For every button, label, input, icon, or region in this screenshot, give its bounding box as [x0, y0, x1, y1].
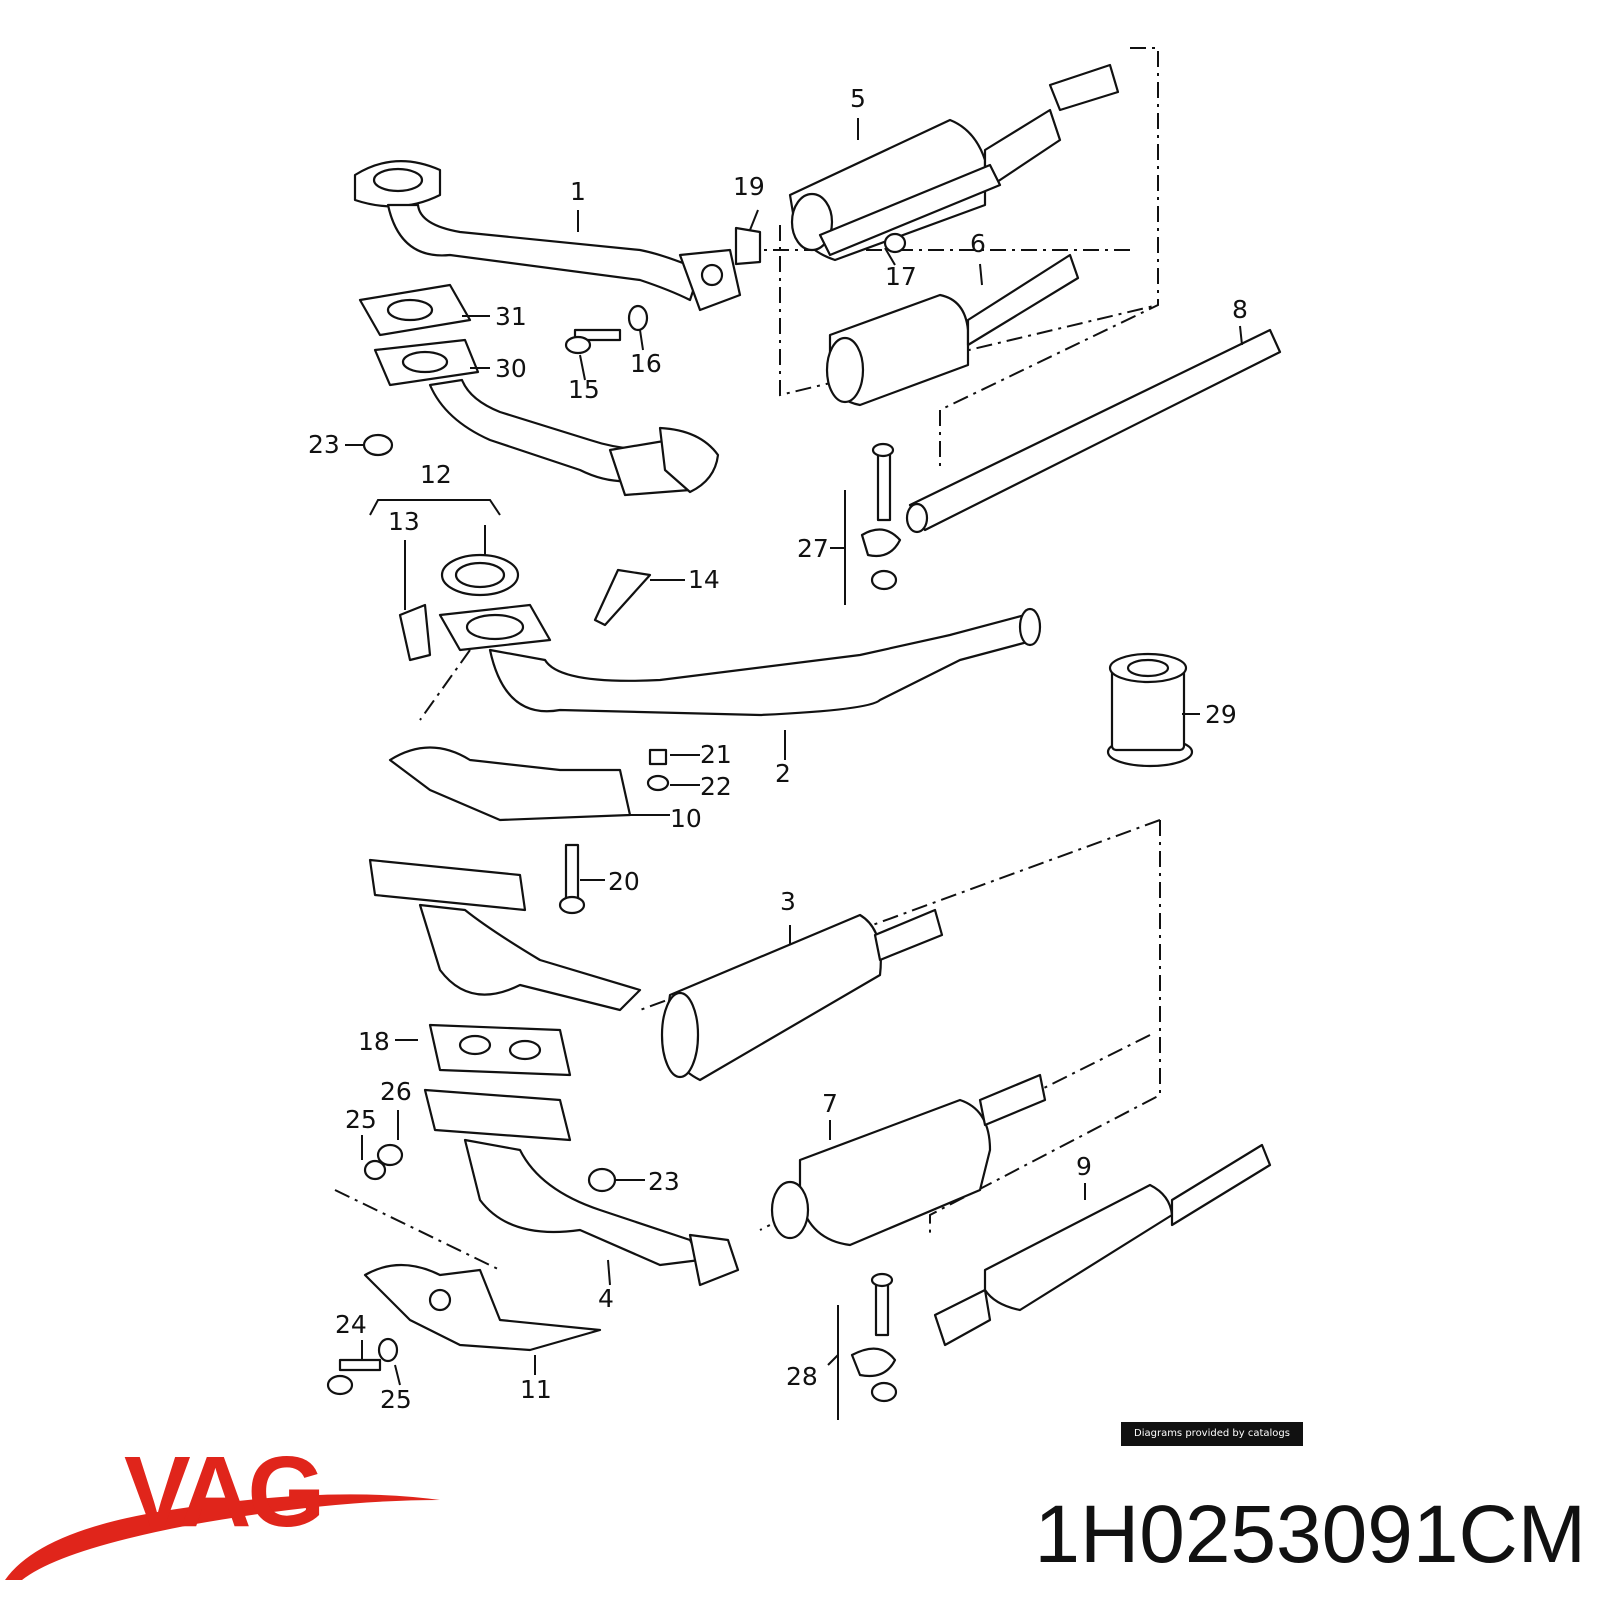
callout-31: 31 — [495, 302, 527, 331]
part-muffler-top — [825, 253, 1080, 407]
callout-25-top: 25 — [345, 1105, 377, 1134]
part-number: 1H0253091CM — [1034, 1489, 1586, 1580]
callout-7: 7 — [822, 1089, 838, 1118]
callout-23-top: 23 — [308, 430, 340, 459]
leader-lines — [345, 118, 1243, 1386]
callout-26: 26 — [380, 1077, 412, 1106]
callout-27: 27 — [797, 534, 829, 563]
callout-23-bottom: 23 — [648, 1167, 680, 1196]
part-heat-shield-lower — [363, 1263, 602, 1352]
callout-12: 12 — [420, 460, 452, 489]
callout-6: 6 — [970, 229, 986, 258]
part-gasket-ring — [369, 499, 520, 662]
part-rear-muffler — [933, 1143, 1272, 1347]
part-front-pipe-y — [438, 603, 1042, 717]
part-catalyst-lower — [770, 1073, 1047, 1247]
part-heat-shield-middle — [388, 746, 670, 822]
callout-13: 13 — [388, 507, 420, 536]
part-flange-gaskets — [358, 283, 720, 497]
callout-21: 21 — [700, 740, 732, 769]
callout-3: 3 — [780, 887, 796, 916]
diagram-credit-badge: Diagrams provided by catalogs parts — [1121, 1422, 1303, 1463]
callout-29: 29 — [1205, 700, 1237, 729]
callout-16: 16 — [630, 349, 662, 378]
callout-10: 10 — [670, 804, 702, 833]
vag-logo-swoosh — [5, 1494, 440, 1580]
callout-9: 9 — [1076, 1152, 1092, 1181]
callout-14: 14 — [688, 565, 720, 594]
part-gasket-18 — [428, 1023, 572, 1077]
callout-2: 2 — [775, 759, 791, 788]
callout-labels: 1 2 3 4 5 6 7 8 9 10 11 12 13 14 15 16 1… — [308, 84, 1248, 1414]
part-manifold-lower — [423, 1088, 740, 1287]
hardware — [326, 226, 762, 1396]
part-front-pipe — [353, 160, 742, 312]
callout-8: 8 — [1232, 295, 1248, 324]
callout-17: 17 — [885, 262, 917, 291]
callout-28: 28 — [786, 1362, 818, 1391]
part-clamp-28 — [837, 1272, 898, 1420]
part-bolt-20 — [558, 843, 586, 915]
callout-1: 1 — [570, 177, 586, 206]
callout-22: 22 — [700, 772, 732, 801]
callout-4: 4 — [598, 1284, 614, 1313]
callout-15: 15 — [568, 375, 600, 404]
callout-25-bottom: 25 — [380, 1385, 412, 1414]
vag-logo-text: VAG — [124, 1436, 325, 1548]
callout-18: 18 — [358, 1027, 390, 1056]
callout-20: 20 — [608, 867, 640, 896]
part-rubber-mount — [1106, 652, 1194, 768]
callout-11: 11 — [520, 1375, 552, 1404]
part-stud-14 — [593, 568, 652, 627]
callout-5: 5 — [850, 84, 866, 113]
part-tail-pipe — [905, 328, 1282, 534]
part-middle-muffler — [368, 858, 944, 1082]
callout-19: 19 — [733, 172, 765, 201]
callout-30: 30 — [495, 354, 527, 383]
part-clamp-27 — [844, 442, 902, 605]
part-catalyst-top — [788, 63, 1120, 262]
callout-24: 24 — [335, 1310, 367, 1339]
